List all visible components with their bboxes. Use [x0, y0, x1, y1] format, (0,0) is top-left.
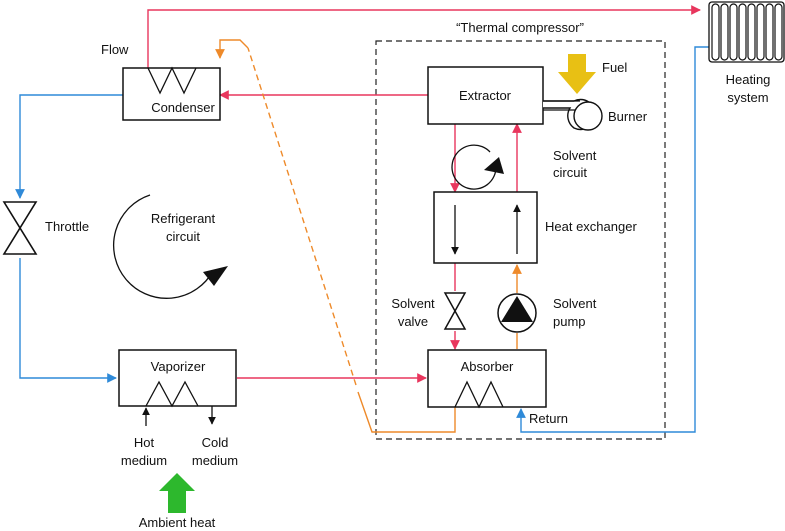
solvent-valve-symbol: [443, 292, 467, 330]
heat-exchanger-label: Heat exchanger: [545, 219, 637, 234]
ambient-heat-label: Ambient heat: [139, 515, 216, 530]
heat-exchanger-box: [433, 191, 538, 264]
absorber-to-condenser-heat-line: [357, 391, 456, 433]
solvent-circuit-rotation-arrow: [451, 144, 497, 190]
solvent-pump-label-line1: Solvent: [553, 296, 597, 311]
solvent-valve-label-line2: valve: [398, 314, 428, 329]
radiator-icon: [708, 1, 785, 63]
burner-circle: [573, 101, 603, 131]
heating-system-label-line2: system: [727, 90, 768, 105]
condenser-box: [122, 67, 221, 121]
absorber-label: Absorber: [461, 359, 514, 374]
heating-system-label-line1: Heating: [726, 72, 771, 87]
refrigerant-circuit-rotation-arrow: [112, 194, 214, 299]
flow-line: [147, 5, 701, 68]
vaporizer-label: Vaporizer: [151, 359, 206, 374]
condenser-label: Condenser: [151, 100, 215, 115]
solvent-pump-label-line2: pump: [553, 314, 586, 329]
condenser-to-throttle-line: [15, 94, 123, 199]
throttle-to-vaporizer-line: [19, 258, 117, 383]
refrigerant-circuit-arrowhead: [203, 266, 228, 286]
extractor-label: Extractor: [459, 88, 512, 103]
burner-label: Burner: [608, 109, 648, 124]
flow-label: Flow: [101, 42, 129, 57]
cold-medium-label-line2: medium: [192, 453, 238, 468]
ambient-heat-arrow: [159, 473, 195, 513]
vaporizer-coil: [145, 380, 199, 408]
absorber-box: [427, 349, 547, 408]
solvent-pump-triangle: [501, 296, 533, 322]
solvent-circuit-arrowhead: [484, 157, 504, 174]
throttle-label: Throttle: [45, 219, 89, 234]
fuel-arrow: [558, 54, 596, 94]
thermal-compressor-title: “Thermal compressor”: [456, 20, 584, 35]
return-line: [516, 46, 710, 433]
throttle-valve-symbol: [2, 201, 38, 255]
cold-medium-label-line1: Cold: [202, 435, 229, 450]
condenser-coil: [147, 66, 197, 95]
extractor-box: [427, 66, 544, 125]
fuel-label: Fuel: [602, 60, 627, 75]
hot-medium-label-line1: Hot: [134, 435, 155, 450]
solvent-valve-label-line1: Solvent: [391, 296, 435, 311]
heat-to-condenser-entry-line: [215, 39, 249, 59]
refrigerant-label-line2: circuit: [166, 229, 200, 244]
solvent-circuit-label-line2: circuit: [553, 165, 587, 180]
solvent-circuit-label-line1: Solvent: [553, 148, 597, 163]
hot-medium-label-line2: medium: [121, 453, 167, 468]
refrigerant-label-line1: Refrigerant: [151, 211, 216, 226]
heat-transfer-dashed-line: [247, 47, 357, 386]
absorber-coil: [454, 380, 504, 409]
thermal-compressor-boundary: [375, 40, 666, 440]
return-label: Return: [529, 411, 568, 426]
